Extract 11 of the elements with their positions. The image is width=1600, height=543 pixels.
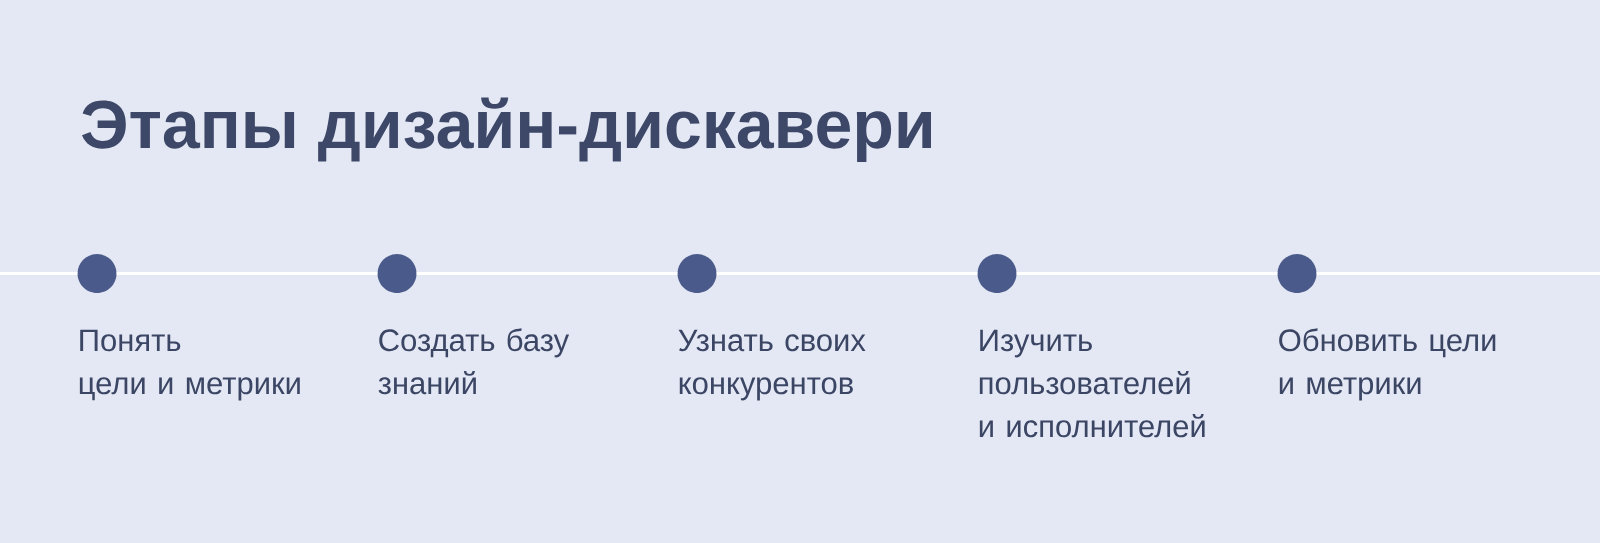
stage-label: Обновить цели и метрики — [1279, 328, 1496, 401]
stage-label: Создать базу знаний — [378, 328, 570, 395]
timeline-dot — [677, 254, 717, 293]
timeline-dot — [1277, 254, 1317, 293]
title: Этапы дизайн-дискавери — [82, 97, 931, 163]
stage-label: Узнать своих конкурентов — [678, 329, 866, 401]
timeline-dot — [977, 254, 1017, 293]
stage-label: Изучить пользователей и исполнителей — [979, 329, 1205, 438]
stage-label: Понять цели и метрики — [79, 329, 300, 401]
timeline-dot — [77, 254, 117, 293]
timeline-dot — [377, 254, 417, 293]
